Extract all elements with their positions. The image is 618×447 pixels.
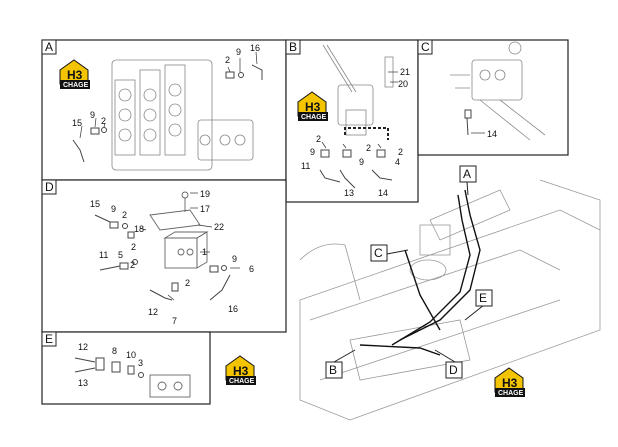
panel-b-letter: B [289, 40, 297, 54]
svg-text:A: A [463, 167, 471, 181]
brand-logo: H3 CHAGE [225, 355, 257, 386]
part-label: 12 [148, 307, 158, 317]
part-label: 22 [214, 222, 224, 232]
part-label: 5 [118, 250, 123, 260]
part-label: 2 [130, 260, 135, 270]
panel-c-letter: C [421, 40, 430, 54]
fittings-a [72, 64, 263, 163]
control-valve-drawing [111, 59, 254, 171]
panel-d: D [41, 179, 287, 333]
part-label: 14 [378, 188, 388, 198]
svg-text:B: B [329, 363, 337, 377]
part-label: 16 [250, 43, 260, 53]
panel-e-frame [41, 331, 211, 405]
part-label: 2 [398, 147, 403, 157]
brand-logo: H3 CHAGE [494, 367, 526, 398]
swivel-drawing [450, 41, 546, 141]
fittings-d [94, 214, 231, 301]
svg-text:C: C [374, 246, 383, 260]
part-label: 3 [138, 358, 143, 368]
part-label: 8 [112, 346, 117, 356]
part-label: 9 [310, 147, 315, 157]
part-label: 4 [395, 157, 400, 167]
part-label: 18 [134, 224, 144, 234]
part-label: 9 [111, 204, 116, 214]
brand-logo: H3 CHAGE [59, 59, 91, 90]
callout-a: A [459, 165, 477, 183]
panel-a-frame [41, 39, 287, 181]
brand-logo: H3 CHAGE [297, 91, 329, 122]
part-label: 13 [78, 378, 88, 388]
svg-text:H3: H3 [67, 68, 83, 82]
part-label: 1 [202, 247, 207, 257]
panel-d-letter: D [45, 180, 54, 194]
svg-text:E: E [479, 291, 487, 305]
part-label: 11 [99, 250, 108, 260]
part-label: 7 [172, 316, 177, 326]
svg-text:H3: H3 [502, 376, 518, 390]
part-label: 19 [200, 189, 210, 199]
part-label: 2 [366, 143, 371, 153]
svg-text:CHAGE: CHAGE [229, 378, 255, 385]
panel-b-frame [285, 39, 419, 203]
svg-text:H3: H3 [233, 364, 249, 378]
part-label: 17 [200, 204, 210, 214]
callout-e: E [475, 289, 493, 307]
part-label: 11 [301, 161, 310, 171]
part-label: 21 [400, 67, 410, 77]
part-label: 9 [236, 47, 241, 57]
panel-a-letter: A [45, 40, 53, 54]
panel-c-frame [417, 39, 569, 156]
part-label: 2 [185, 278, 190, 288]
callout-c: C [370, 244, 388, 262]
fittings-b [319, 149, 393, 189]
svg-text:D: D [449, 363, 458, 377]
part-label: 15 [90, 199, 100, 209]
part-label: 20 [398, 79, 408, 89]
part-label: 12 [78, 342, 88, 352]
panel-c: C 14 [417, 39, 569, 156]
panel-b: B 21 20 2 9 11 2 9 2 [285, 39, 419, 203]
part-label: 13 [344, 188, 354, 198]
part-label: 2 [131, 242, 136, 252]
part-label: 14 [487, 129, 497, 139]
panel-a: A 2 [41, 39, 287, 181]
svg-text:CHAGE: CHAGE [63, 82, 89, 89]
panel-e-letter: E [45, 332, 53, 346]
hydraulic-hoses [359, 189, 481, 356]
panel-d-frame [41, 179, 287, 333]
callout-d: D [445, 361, 463, 379]
part-label: 2 [316, 134, 321, 144]
part-label: 10 [126, 350, 136, 360]
part-label: 6 [249, 264, 254, 274]
part-label: 2 [225, 55, 230, 65]
part-label: 9 [90, 110, 95, 120]
part-label: 9 [232, 254, 237, 264]
svg-text:CHAGE: CHAGE [301, 114, 327, 121]
callout-b: B [325, 361, 343, 379]
part-label: 2 [122, 210, 127, 220]
part-label: 15 [72, 118, 82, 128]
part-label: 16 [228, 304, 238, 314]
callout-leaders [333, 181, 485, 363]
manifold-drawing [149, 374, 191, 398]
machine-overview-drawing [299, 179, 601, 421]
svg-text:H3: H3 [305, 100, 321, 114]
part-label: 9 [359, 157, 364, 167]
svg-text:CHAGE: CHAGE [498, 390, 524, 397]
part-label: 2 [101, 116, 106, 126]
panel-e: E 12 8 10 3 13 H3 CHAGE [41, 331, 257, 405]
